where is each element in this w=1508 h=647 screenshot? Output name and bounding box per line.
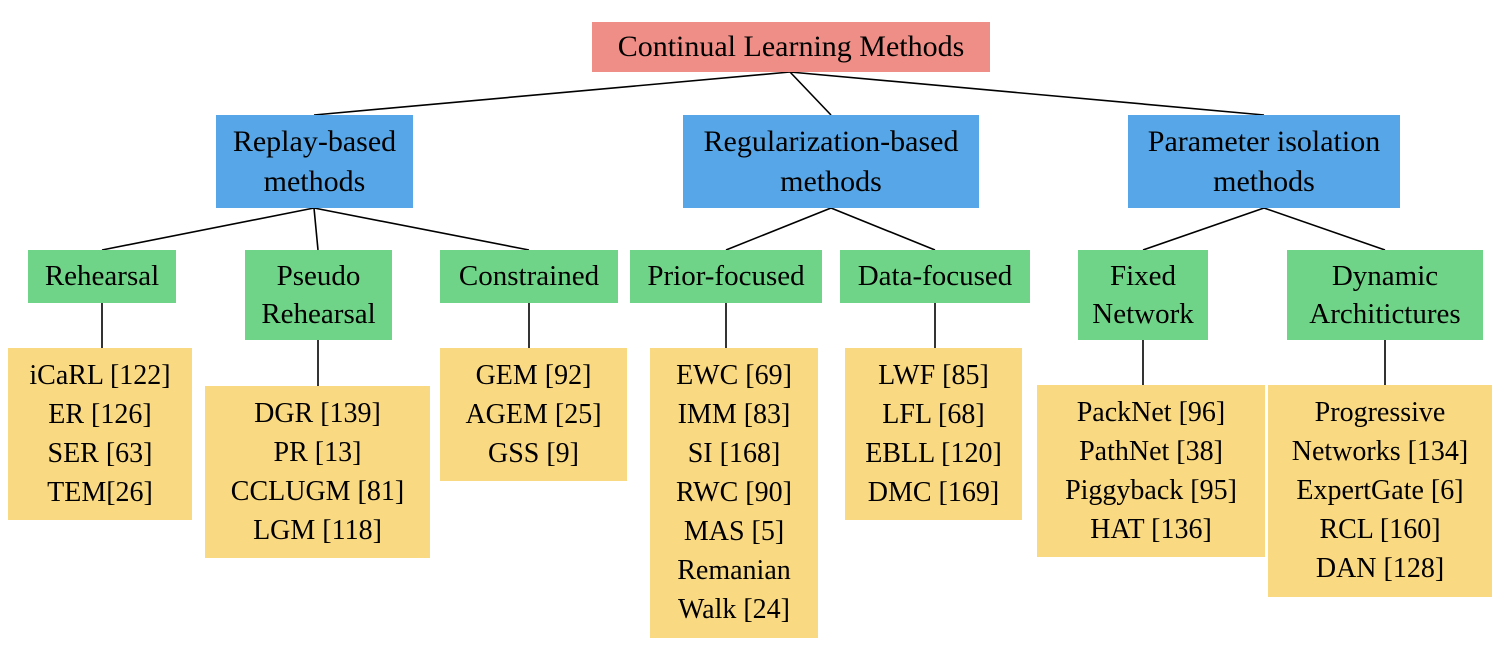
node-prior-focused: Prior-focused [630, 250, 822, 303]
method-entry: MAS [5] [683, 516, 785, 547]
method-entry: PR [13] [273, 437, 362, 468]
method-entry: DMC [169] [867, 477, 1000, 508]
method-entry: ExpertGate [6] [1296, 475, 1464, 506]
method-entry: LGM [118] [253, 515, 382, 546]
method-entry: SER [63] [47, 438, 153, 469]
method-entry: PackNet [96] [1076, 397, 1226, 428]
node-replay-based-methods: Replay-based methods [216, 115, 413, 208]
method-entry: AGEM [25] [465, 399, 602, 430]
method-entry: ER [126] [48, 399, 152, 430]
method-entry: CCLUGM [81] [230, 476, 405, 507]
leaf-group-prior-focused: EWC [69] IMM [83] SI [168] RWC [90] MAS … [650, 348, 818, 638]
node-data-focused: Data-focused [840, 250, 1030, 303]
node-regularization-based-methods: Regularization-based methods [683, 115, 979, 208]
method-entry: SI [168] [687, 438, 781, 469]
node-constrained: Constrained [440, 250, 618, 303]
method-entry: TEM[26] [47, 477, 153, 508]
method-entry: EWC [69] [676, 360, 792, 391]
method-entry: IMM [83] [677, 399, 791, 430]
leaf-group-rehearsal: iCaRL [122] ER [126] SER [63] TEM[26] [8, 348, 192, 520]
leaf-group-constrained: GEM [92] AGEM [25] GSS [9] [440, 348, 627, 481]
node-fixed-network: Fixed Network [1078, 250, 1208, 340]
method-entry: GSS [9] [487, 438, 579, 469]
node-parameter-isolation-methods: Parameter isolation methods [1128, 115, 1400, 208]
leaf-group-pseudo-rehearsal: DGR [139] PR [13] CCLUGM [81] LGM [118] [205, 386, 430, 558]
method-entry: EBLL [120] [865, 438, 1002, 469]
node-root-continual-learning-methods: Continual Learning Methods [592, 22, 990, 72]
node-pseudo-rehearsal: Pseudo Rehearsal [245, 250, 392, 340]
method-entry: Progressive Networks [134] [1291, 397, 1469, 467]
method-entry: LWF [85] [878, 360, 989, 391]
method-entry: DAN [128] [1315, 553, 1445, 584]
method-entry: Remanian Walk [24] [677, 555, 791, 625]
method-entry: LFL [68] [882, 399, 985, 430]
leaf-group-data-focused: LWF [85] LFL [68] EBLL [120] DMC [169] [845, 348, 1022, 520]
method-entry: RCL [160] [1319, 514, 1441, 545]
method-entry: HAT [136] [1090, 514, 1212, 545]
method-entry: DGR [139] [254, 398, 381, 429]
method-entry: iCaRL [122] [29, 360, 171, 391]
node-dynamic-architectures: Dynamic Architictures [1287, 250, 1483, 340]
leaf-group-fixed-network: PackNet [96] PathNet [38] Piggyback [95]… [1037, 385, 1265, 557]
method-entry: GEM [92] [475, 360, 592, 391]
leaf-group-dynamic-architectures: Progressive Networks [134] ExpertGate [6… [1268, 385, 1492, 597]
node-rehearsal: Rehearsal [28, 250, 176, 303]
method-entry: RWC [90] [676, 477, 792, 508]
method-entry: Piggyback [95] [1065, 475, 1237, 506]
method-entry: PathNet [38] [1079, 436, 1223, 467]
